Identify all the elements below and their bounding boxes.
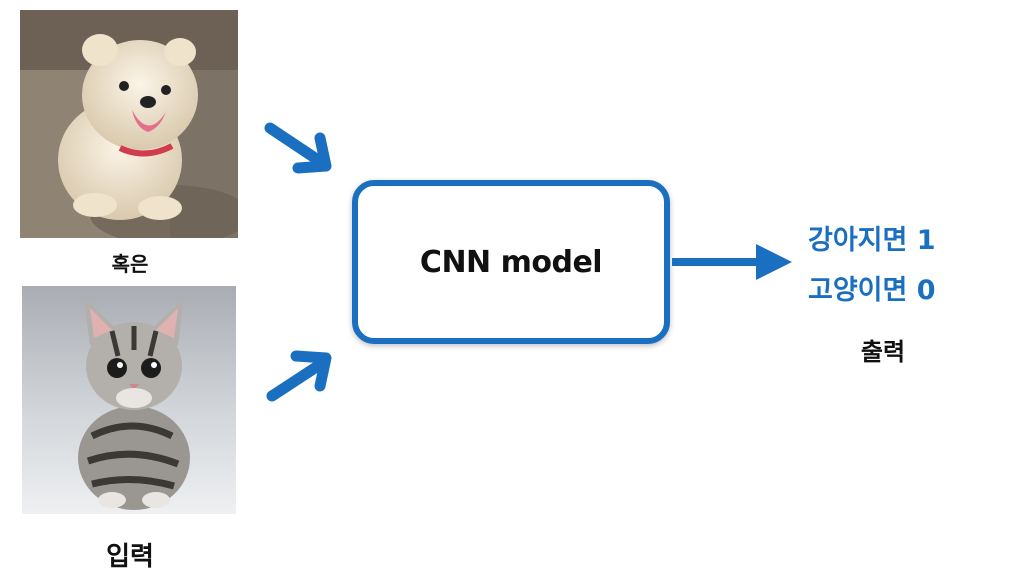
output-label: 출력 [860, 338, 906, 366]
or-label: 혹은 [111, 252, 149, 276]
output-cat-line: 고양이면 0 [808, 275, 936, 306]
kitten-image [22, 286, 236, 514]
puppy-image [20, 10, 238, 238]
arrow-output-icon [672, 244, 792, 280]
input-label: 입력 [106, 542, 154, 572]
output-dog-line: 강아지면 1 [808, 225, 936, 256]
arrow-bottom-icon [266, 350, 332, 402]
cnn-model-label: CNN model [419, 244, 603, 280]
cnn-model-box: CNN model [352, 180, 670, 344]
kitten-photo-icon [22, 286, 236, 514]
arrow-top-icon [264, 122, 332, 174]
puppy-photo-icon [20, 10, 238, 238]
